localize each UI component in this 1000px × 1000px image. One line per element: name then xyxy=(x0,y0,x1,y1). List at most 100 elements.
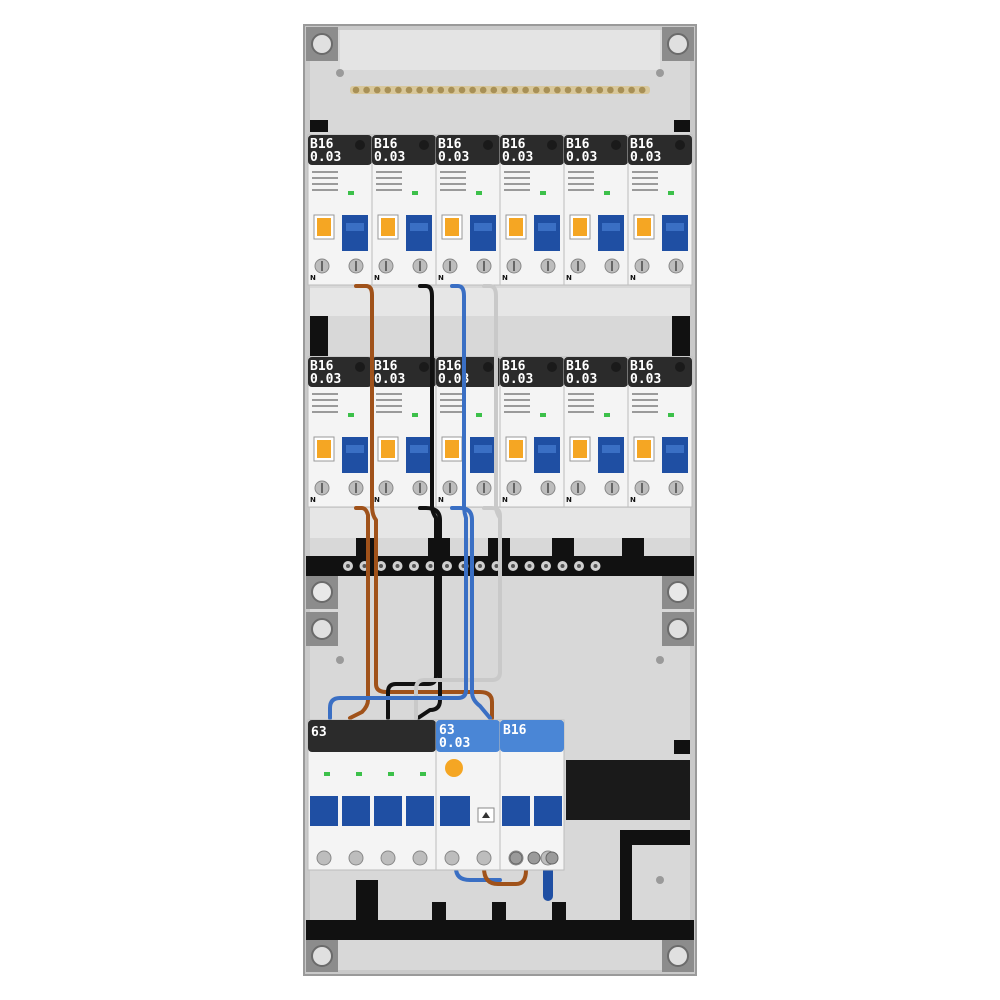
test-toggle-icon[interactable] xyxy=(381,218,395,236)
test-toggle-icon[interactable] xyxy=(381,440,395,458)
test-toggle-icon[interactable] xyxy=(317,440,331,458)
din-rail xyxy=(566,760,690,820)
breaker-handle[interactable] xyxy=(662,215,688,251)
terminal-screw-icon[interactable] xyxy=(527,851,541,865)
rail-gap xyxy=(672,316,690,356)
test-button-icon[interactable] xyxy=(445,759,463,777)
test-toggle-icon[interactable] xyxy=(573,218,587,236)
module-sensitivity: 0.03 xyxy=(438,150,469,165)
module-sensitivity: 0.03 xyxy=(310,372,341,387)
terminal-screw-icon[interactable] xyxy=(380,850,396,866)
breaker-handle[interactable] xyxy=(342,437,368,473)
pole-handle[interactable] xyxy=(310,796,338,826)
module-rating: B16 xyxy=(566,359,590,374)
screw-icon xyxy=(656,69,664,77)
handle-grip xyxy=(346,445,364,453)
busbar-screw-icon xyxy=(395,86,402,94)
rail-screw-icon xyxy=(560,564,565,568)
handle-grip xyxy=(346,223,364,231)
test-toggle-icon[interactable] xyxy=(573,440,587,458)
breaker-handle[interactable] xyxy=(662,437,688,473)
terminal-slot xyxy=(483,261,485,271)
handle-grip xyxy=(410,223,428,231)
terminal-slot xyxy=(419,261,421,271)
pole-handle[interactable] xyxy=(374,796,402,826)
status-indicator-icon xyxy=(356,772,362,776)
screw-icon xyxy=(675,362,685,372)
status-indicator-icon xyxy=(540,191,546,195)
rail-screw-icon xyxy=(593,564,598,568)
breaker-handle[interactable] xyxy=(598,215,624,251)
label-line xyxy=(504,411,530,413)
terminal-screw-icon[interactable] xyxy=(444,850,460,866)
label-line xyxy=(568,189,594,191)
terminal-slot xyxy=(641,261,643,271)
terminal-screw-icon[interactable] xyxy=(316,850,332,866)
screw-icon xyxy=(547,362,557,372)
label-line xyxy=(568,405,594,407)
test-toggle-icon[interactable] xyxy=(445,218,459,236)
neutral-marker: N xyxy=(374,496,380,504)
label-line xyxy=(504,399,530,401)
terminal-screw-icon[interactable] xyxy=(412,850,428,866)
handle-grip xyxy=(538,445,556,453)
breaker-handle[interactable] xyxy=(406,437,432,473)
test-toggle-icon[interactable] xyxy=(509,440,523,458)
label-line xyxy=(632,393,658,395)
breaker-handle[interactable] xyxy=(534,437,560,473)
busbar-screw-icon xyxy=(490,86,498,94)
breaker-handle[interactable] xyxy=(470,215,496,251)
breaker-handle[interactable] xyxy=(342,215,368,251)
label-line xyxy=(440,411,466,413)
terminal-screw-icon[interactable] xyxy=(348,850,364,866)
label-line xyxy=(568,171,594,173)
breaker-handle[interactable] xyxy=(534,215,560,251)
terminal-screw-icon[interactable] xyxy=(476,850,492,866)
busbar-screw-icon xyxy=(638,86,646,94)
rcd-module[interactable]: 63 0.03 xyxy=(435,719,501,871)
terminal-slot xyxy=(355,261,357,271)
din-rail-slot xyxy=(674,740,690,754)
corner-mount-icon xyxy=(662,27,694,61)
status-indicator-icon xyxy=(604,191,610,195)
handle-grip xyxy=(602,223,620,231)
test-toggle-icon[interactable] xyxy=(509,218,523,236)
busbar-screw-icon xyxy=(522,86,529,94)
label-line xyxy=(632,405,658,407)
pole-handle[interactable] xyxy=(406,796,434,826)
terminal-screw-icon[interactable] xyxy=(509,851,523,865)
breaker-handle[interactable] xyxy=(470,437,496,473)
test-toggle-icon[interactable] xyxy=(445,440,459,458)
breaker-handle[interactable] xyxy=(598,437,624,473)
label-line xyxy=(312,171,338,173)
mcb-module[interactable]: B16 xyxy=(499,719,565,871)
label-line xyxy=(632,189,658,191)
neutral-marker: N xyxy=(438,274,444,282)
test-toggle-icon[interactable] xyxy=(637,440,651,458)
neutral-marker: N xyxy=(310,496,316,504)
breaker-handle[interactable] xyxy=(406,215,432,251)
module-sensitivity: 0.03 xyxy=(502,150,533,165)
screw-icon xyxy=(611,140,621,150)
label-line xyxy=(376,177,402,179)
terminal-screw-icon[interactable] xyxy=(545,851,559,865)
test-toggle-icon[interactable] xyxy=(637,218,651,236)
busbar-screw-icon xyxy=(575,86,582,94)
main-switch[interactable]: 63 xyxy=(307,719,437,871)
pole-handle[interactable] xyxy=(342,796,370,826)
test-toggle-icon[interactable] xyxy=(317,218,331,236)
neutral-marker: N xyxy=(438,496,444,504)
module-sensitivity: 0.03 xyxy=(374,150,405,165)
